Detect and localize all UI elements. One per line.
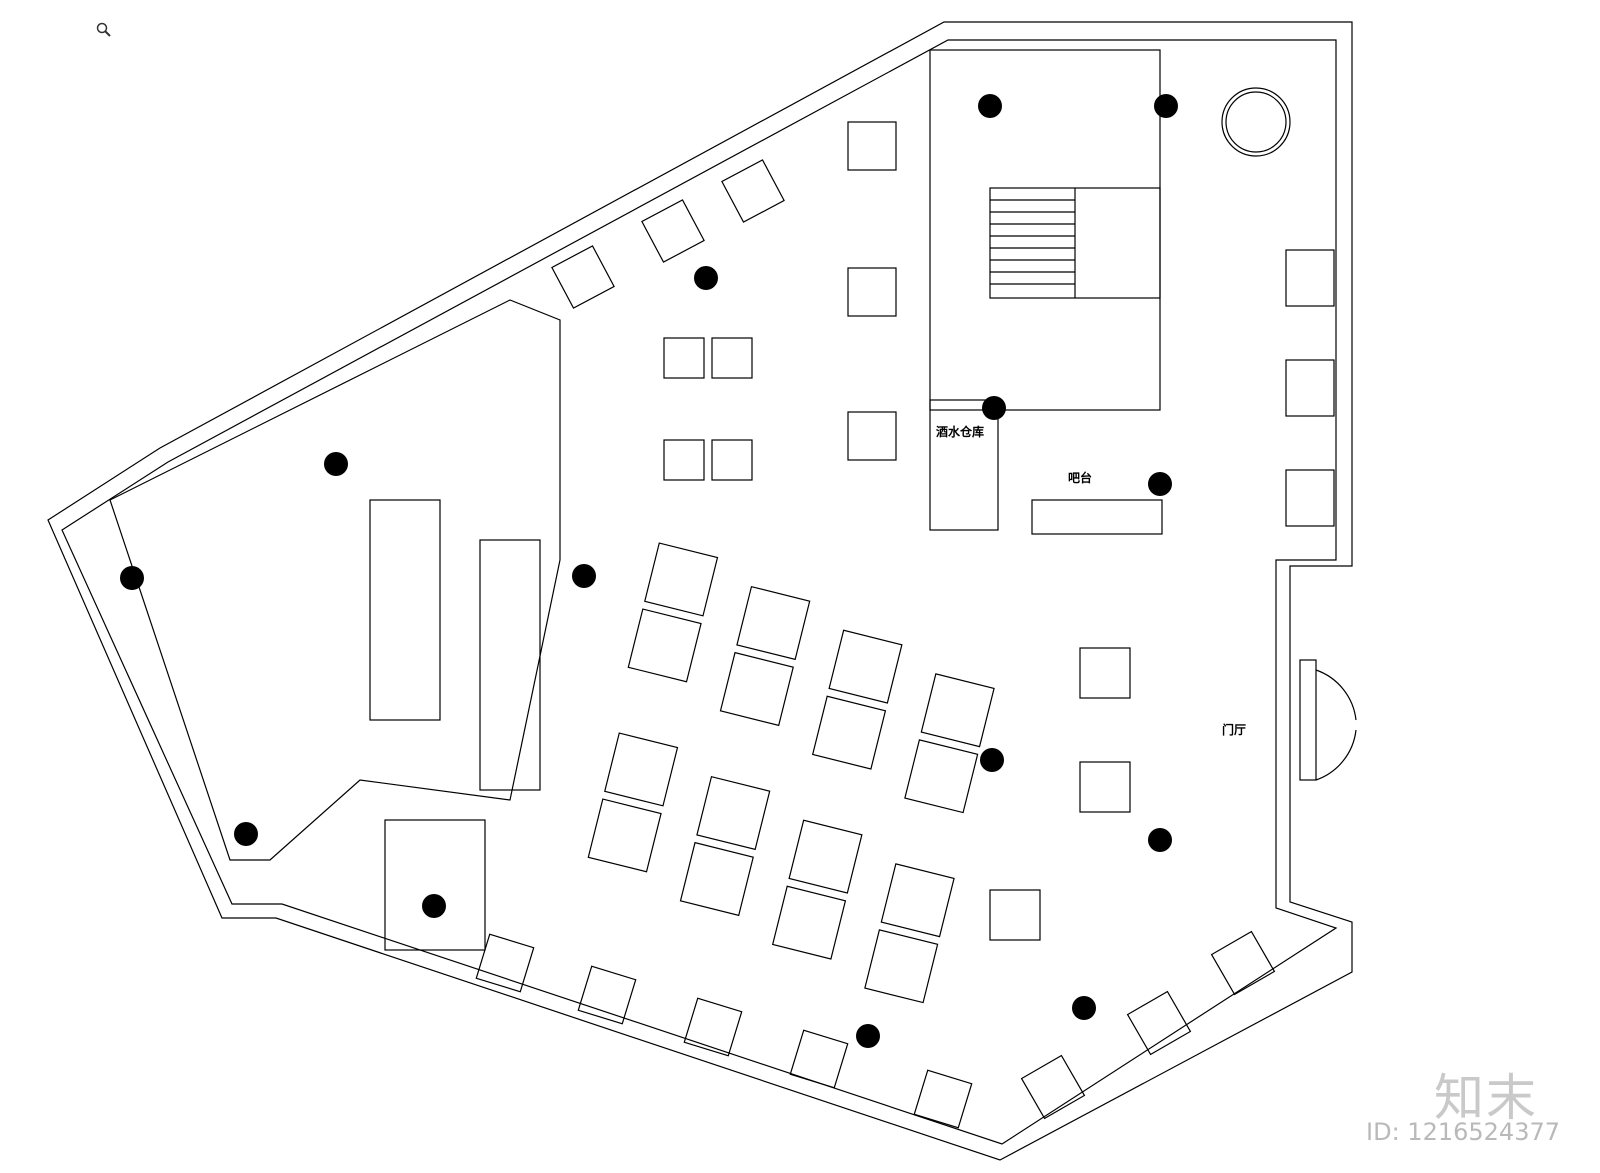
table-four-2 [711,337,753,379]
round-table [1221,87,1291,157]
room-label-wine-storage: 酒水仓库 [936,424,984,439]
kitchen-walls [109,299,561,861]
room-label-lobby: 门厅 [1222,722,1246,737]
booth-top-2 [641,199,705,263]
table-top-2 [847,267,897,317]
kitchen-island [369,499,441,721]
booth-top-3 [721,159,785,223]
table-top-1 [847,121,897,171]
kitchen-counter-right [479,539,541,791]
watermark-id: ID: 1216524377 [1366,1118,1560,1146]
table-four-4 [711,439,753,481]
bar-counter [1031,499,1163,535]
building-inner-outline [61,39,1338,1145]
booth-top-1 [551,245,615,309]
stair-core-walls [929,49,1161,411]
lobby-table-1 [1079,647,1131,699]
entrance-door-swing [1315,669,1357,781]
booth-bottom-6 [1020,1054,1086,1120]
booth-bottom-4 [789,1029,849,1089]
booth-bottom-7 [1126,990,1192,1056]
lobby-table-3 [989,889,1041,941]
building-outline [47,21,1353,1161]
table-four-3 [663,439,705,481]
wine-storage-room [929,399,999,531]
booth-right-3 [1285,469,1335,527]
stair-treads [990,188,1076,298]
booth-right-1 [1285,249,1335,307]
structural-columns [120,94,1178,1048]
booth-bottom-5 [913,1069,973,1129]
table-top-3 [847,411,897,461]
watermark-brand: 知末 [1434,1069,1538,1127]
dining-row-lower [587,732,955,1004]
booth-bottom-2 [577,965,637,1025]
magnifier-icon[interactable] [96,22,112,38]
round-table-inner [1225,91,1287,153]
dining-row-upper [627,542,995,814]
booth-bottom-3 [683,997,743,1057]
lobby-table-2 [1079,761,1131,813]
booth-right-2 [1285,359,1335,417]
room-label-bar: 吧台 [1068,470,1092,485]
booth-bottom-1 [475,933,535,993]
booth-bottom-8 [1210,930,1276,996]
restroom [384,819,486,951]
entrance-door-frame [1299,659,1317,781]
table-four-1 [663,337,705,379]
